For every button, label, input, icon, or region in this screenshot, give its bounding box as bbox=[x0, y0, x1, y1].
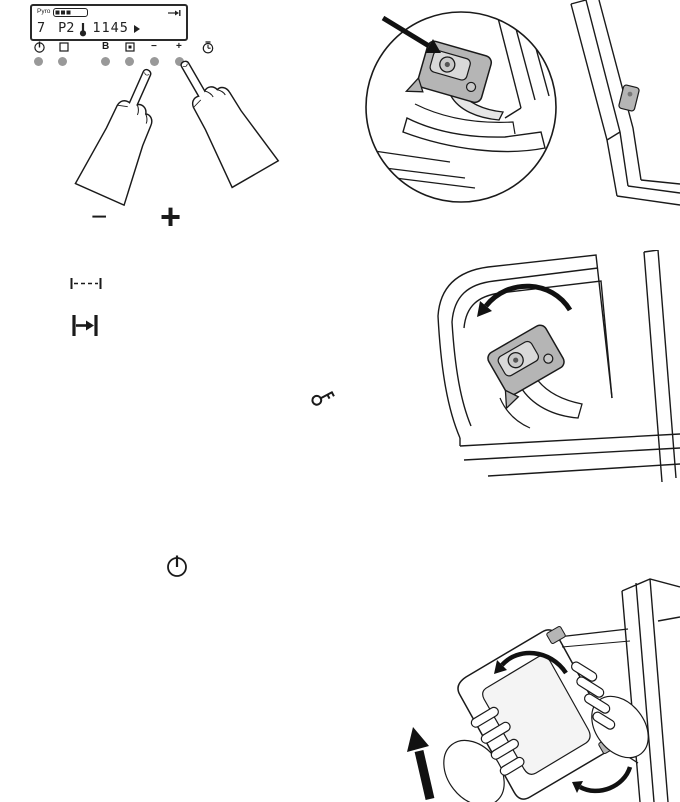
square-icon bbox=[59, 41, 69, 53]
key-icon bbox=[311, 390, 335, 406]
control-panel-buttons bbox=[30, 57, 225, 67]
lift-arrow-icon bbox=[407, 727, 435, 801]
pointing-hands-illustration bbox=[74, 48, 280, 206]
panel-button bbox=[101, 57, 110, 66]
hinge-bracket bbox=[404, 40, 493, 104]
panel-button bbox=[150, 57, 159, 66]
oven-display: Pyro 7 P2 1145 bbox=[30, 4, 188, 41]
program-value: P2 bbox=[58, 20, 75, 37]
display-top-row: Pyro bbox=[37, 8, 181, 17]
power-symbol-icon bbox=[167, 555, 187, 577]
panel-button bbox=[34, 57, 43, 66]
end-time-icon bbox=[72, 315, 98, 336]
rotation-arrow-icon bbox=[477, 283, 573, 317]
pyro-progress-icon bbox=[53, 8, 89, 17]
panel-button bbox=[58, 57, 67, 66]
right-hand-icon bbox=[570, 661, 649, 759]
left-hand-icon bbox=[74, 61, 179, 206]
timer-clock-icon bbox=[202, 41, 214, 54]
power-icon bbox=[34, 41, 45, 53]
right-hand-icon bbox=[164, 48, 280, 189]
hinge-tab bbox=[618, 84, 640, 112]
door-corner-lines bbox=[570, 0, 680, 206]
oven-frame-lines bbox=[621, 578, 680, 802]
upper-hinge bbox=[546, 626, 566, 644]
thermometer-icon bbox=[80, 23, 87, 37]
door-hinge-lock-magnified-illustration bbox=[365, 0, 680, 206]
boost-label: B bbox=[102, 41, 110, 52]
lower-pivot-arrow-icon bbox=[572, 766, 633, 794]
plus-icon: + bbox=[176, 41, 182, 52]
minus-symbol: − bbox=[91, 201, 108, 232]
pyro-label: Pyro bbox=[37, 8, 51, 16]
time-value: 1145 bbox=[92, 20, 129, 37]
hinge-bracket bbox=[487, 324, 565, 410]
control-panel-icon-row: B − + bbox=[30, 41, 225, 55]
panel-button bbox=[125, 57, 134, 66]
panel-button bbox=[175, 57, 184, 66]
cavity-digit: 7 bbox=[37, 20, 46, 37]
arrow-to-bar-icon bbox=[168, 9, 181, 16]
cook-duration-icon bbox=[70, 278, 102, 289]
triangle-right-icon bbox=[133, 25, 140, 33]
oven-door-removal-illustration bbox=[407, 578, 680, 802]
minus-icon: − bbox=[151, 41, 157, 52]
display-main-row: 7 P2 1145 bbox=[37, 21, 181, 37]
square-dot-icon bbox=[125, 41, 135, 53]
upper-pivot-arrow-icon bbox=[494, 650, 568, 675]
pointer-arrow-icon bbox=[381, 15, 441, 53]
hinge-lever-rotation-illustration bbox=[437, 250, 680, 483]
plus-symbol: + bbox=[160, 196, 182, 237]
left-hand-icon bbox=[443, 706, 525, 802]
